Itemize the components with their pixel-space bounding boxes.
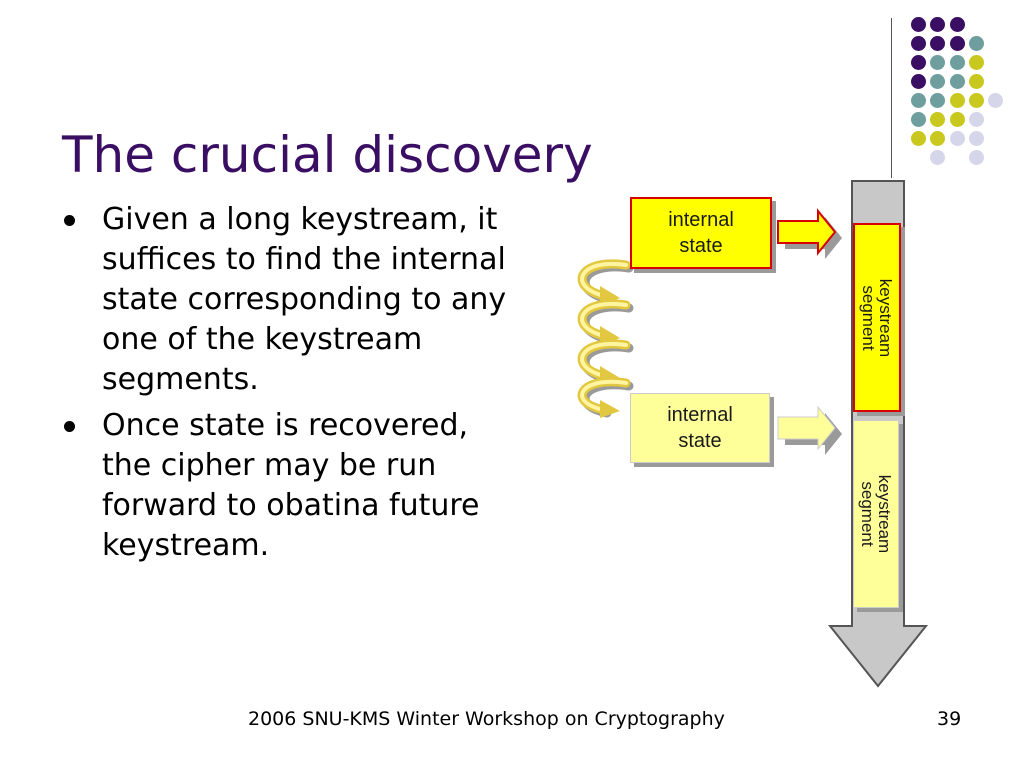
state-label-line: state: [678, 430, 722, 452]
segment-label-line: segment: [859, 284, 878, 351]
internal-state-box: internal state: [630, 393, 770, 463]
slide-title: The crucial discovery: [62, 125, 593, 184]
state-label-line: internal: [667, 404, 733, 426]
dot: [911, 131, 926, 146]
dot: [950, 74, 965, 89]
bullet-item: Given a long keystream, it suffices to f…: [62, 200, 512, 400]
dot: [950, 17, 965, 32]
state-label-line: internal: [668, 209, 734, 231]
dot: [950, 93, 965, 108]
dot: [950, 55, 965, 70]
dot: [930, 150, 945, 165]
dot: [950, 131, 965, 146]
dot: [969, 36, 984, 51]
dot: [969, 131, 984, 146]
segment-label: keystream segment: [858, 439, 894, 589]
dot: [911, 36, 926, 51]
dot: [950, 112, 965, 127]
dot: [969, 150, 984, 165]
segment-label-line: segment: [858, 481, 877, 547]
decorative-vertical-line: [891, 18, 892, 178]
dot: [930, 36, 945, 51]
dot: [911, 74, 926, 89]
segment-label: keystream segment: [859, 243, 895, 393]
dot: [969, 93, 984, 108]
segment-label-line: keystream: [876, 278, 895, 357]
state-label-line: state: [679, 235, 723, 257]
segment-label-line: keystream: [875, 474, 894, 554]
dot: [969, 74, 984, 89]
dot: [930, 17, 945, 32]
page-number: 39: [937, 708, 962, 730]
dot: [930, 93, 945, 108]
right-arrow-icon: [777, 405, 836, 451]
bullet-dot-icon: [64, 421, 75, 432]
dot: [988, 93, 1003, 108]
dot: [930, 55, 945, 70]
dot: [911, 55, 926, 70]
bullet-dot-icon: [64, 215, 75, 226]
dot: [911, 112, 926, 127]
right-arrow-icon: [777, 208, 837, 256]
dot: [930, 112, 945, 127]
bullet-list: Given a long keystream, it suffices to f…: [62, 200, 512, 572]
dot: [969, 112, 984, 127]
bullet-item: Once state is recovered, the cipher may …: [62, 406, 512, 566]
keystream-segment-highlighted: keystream segment: [853, 223, 901, 412]
dot: [969, 55, 984, 70]
dot: [911, 17, 926, 32]
dot: [930, 74, 945, 89]
dot: [950, 36, 965, 51]
keystream-segment: keystream segment: [853, 420, 899, 608]
dot: [911, 93, 926, 108]
dot: [930, 131, 945, 146]
footer-text: 2006 SNU-KMS Winter Workshop on Cryptogr…: [248, 708, 725, 730]
curved-arrow-icon: [577, 377, 634, 418]
internal-state-box-highlighted: internal state: [630, 197, 772, 269]
bullet-text: Once state is recovered, the cipher may …: [102, 408, 480, 563]
bullet-text: Given a long keystream, it suffices to f…: [102, 202, 507, 397]
